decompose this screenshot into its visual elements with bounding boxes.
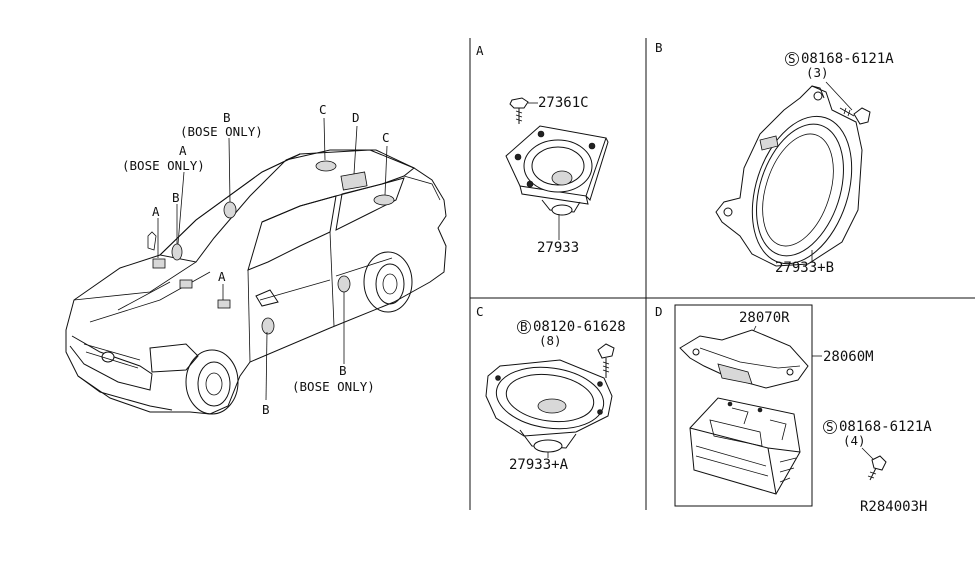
amp-bracket-icon (679, 329, 809, 389)
panel-a: A 27361C 27933 (476, 43, 609, 256)
screw-icon (839, 107, 871, 125)
speaker-spot-c-roof (315, 160, 337, 172)
bolt-c-icon (597, 343, 615, 378)
bolt-icon (509, 97, 529, 124)
label-bose-top: (BOSE ONLY) (180, 124, 263, 139)
speaker-spot-b-top (223, 201, 237, 219)
label-b-top: B (223, 110, 231, 125)
panel-c: C B 08120-61628 (8) 27933+A (476, 304, 626, 473)
bolt-symbol-circle (517, 320, 531, 334)
label-bose-bottom: (BOSE ONLY) (292, 379, 375, 394)
part-28070r-label: 28070R (739, 310, 790, 326)
label-c-rear: C (382, 130, 390, 145)
label-c-roof: C (319, 102, 327, 117)
bolt-symbol-c: B (520, 319, 528, 334)
label-bose-mid: (BOSE ONLY) (122, 158, 205, 173)
speaker-spot-c-rear (373, 194, 395, 206)
oval-speaker-icon (485, 359, 613, 453)
panel-d: D 28070R 28060M S 08168-6121A (655, 304, 932, 507)
panel-dividers (469, 38, 975, 510)
screw-symbol-circle (785, 52, 799, 66)
speaker-spot-a-dash (217, 299, 231, 309)
label-a-mid: A (179, 143, 187, 158)
screw-qty-b: (3) (806, 65, 829, 80)
part-27933b-label: 27933+B (775, 260, 834, 276)
amplifier-icon (689, 397, 801, 495)
part-08120-61628-label: 08120-61628 (533, 319, 626, 335)
speaker-spot-b-door-rear (337, 275, 351, 293)
panel-c-letter: C (476, 304, 484, 319)
label-b-door-front: B (262, 402, 270, 417)
square-speaker-icon (505, 125, 609, 216)
part-28060m-label: 28060M (823, 349, 874, 365)
part-27361c-label: 27361C (538, 95, 589, 111)
screw-qty-d: (4) (843, 433, 866, 448)
label-d-roof: D (352, 110, 360, 125)
speaker-spot-b-door-front (261, 317, 275, 335)
screw-symbol-b: S (788, 51, 796, 66)
amp-assembly-frame (674, 304, 813, 507)
bolt-qty-c: (8) (539, 333, 562, 348)
diagram-code: R284003H (860, 499, 927, 515)
label-b-left: B (172, 190, 180, 205)
panel-b-letter: B (655, 40, 663, 55)
speaker-spot-a-center (179, 279, 193, 289)
screw-symbol-circle-d (823, 420, 837, 434)
round-speaker-icon (715, 85, 863, 267)
label-a-left: A (152, 204, 160, 219)
screw-symbol-d: S (826, 419, 834, 434)
panel-d-letter: D (655, 304, 663, 319)
car-illustration (65, 117, 447, 415)
part-27933-label: 27933 (537, 240, 579, 256)
screw-d-icon (867, 455, 887, 481)
car-labels: B (BOSE ONLY) A (BOSE ONLY) A B C D C A … (122, 102, 390, 417)
label-a-dash: A (218, 269, 226, 284)
speaker-spot-a-left (152, 258, 166, 269)
part-08168-6121a-b-label: 08168-6121A (801, 51, 894, 67)
part-08168-6121a-d-label: 08168-6121A (839, 419, 932, 435)
panel-b: B S 08168-6121A (3) 27933+B (655, 40, 894, 276)
speaker-spot-b-mid (171, 243, 183, 261)
part-27933a-label: 27933+A (509, 457, 569, 473)
label-b-door-rear: B (339, 363, 347, 378)
panel-a-letter: A (476, 43, 484, 58)
